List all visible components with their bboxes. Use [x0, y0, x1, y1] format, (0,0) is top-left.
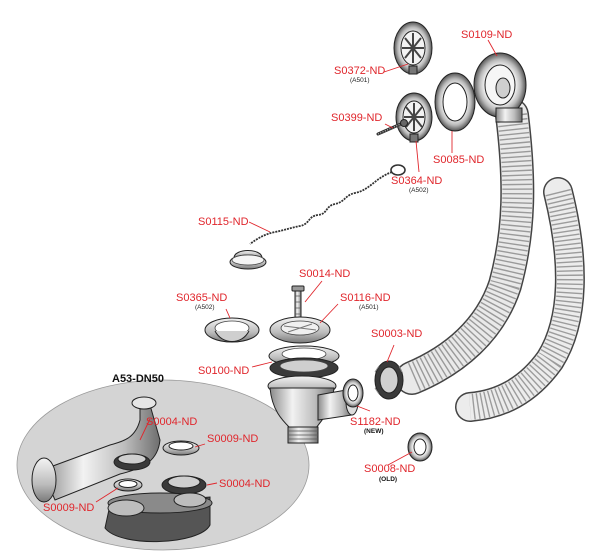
label-s1182: S1182-ND — [350, 416, 401, 428]
label-s0003: S0003-ND — [371, 328, 422, 340]
label-s0085: S0085-ND — [433, 154, 484, 166]
chain-and-plug — [229, 164, 406, 270]
label-s0399: S0399-ND — [331, 112, 382, 124]
label-s0372: S0372-ND — [334, 65, 385, 77]
drain-body — [267, 375, 359, 444]
label-s0004-right: S0004-ND — [219, 478, 270, 490]
drain-hose — [455, 177, 585, 422]
label-s0115: S0115-ND — [198, 216, 249, 228]
overflow-gasket — [434, 72, 476, 132]
label-s0004-top: S0004-ND — [146, 416, 197, 428]
label-s0009-left: S0009-ND — [43, 502, 94, 514]
drain-gasket-stack — [268, 345, 340, 379]
label-s0116: S0116-ND — [340, 292, 391, 304]
label-s0009-right: S0009-ND — [207, 433, 258, 445]
label-s1182-variant: (NEW) — [364, 428, 384, 435]
drain-bolt — [291, 285, 305, 319]
label-s0364: S0364-ND — [391, 175, 442, 187]
label-s0008-variant: (OLD) — [379, 476, 397, 483]
overflow-screw — [376, 119, 408, 136]
label-s0365-variant: (A502) — [195, 304, 215, 311]
drain-cover-a501 — [269, 316, 331, 344]
a53-dn50-panel — [16, 379, 310, 551]
label-s0116-variant: (A501) — [359, 304, 379, 311]
label-s0008: S0008-ND — [364, 463, 415, 475]
label-s0109: S0109-ND — [461, 29, 512, 41]
ring-old — [407, 432, 433, 462]
a53-dn50-siphon — [31, 396, 213, 542]
label-s0014: S0014-ND — [299, 268, 350, 280]
label-s0372-variant: (A501) — [350, 77, 370, 84]
overflow-cover-a501 — [393, 21, 433, 75]
reducing-ring-new — [342, 378, 364, 408]
drain-cover-a502 — [204, 317, 260, 343]
overflow-hose — [395, 98, 535, 395]
part-labels: S0372-ND (A501) S0109-ND S0399-ND S0085-… — [43, 29, 512, 514]
overflow-cover-a502 — [395, 92, 433, 143]
overflow-elbow — [473, 52, 527, 123]
label-s0364-variant: (A502) — [409, 187, 429, 194]
leader-lines — [95, 39, 498, 503]
hose-nut — [374, 360, 404, 400]
group-title-a53-dn50: A53-DN50 — [112, 373, 164, 385]
label-s0100: S0100-ND — [198, 365, 249, 377]
label-s0365: S0365-ND — [176, 292, 227, 304]
